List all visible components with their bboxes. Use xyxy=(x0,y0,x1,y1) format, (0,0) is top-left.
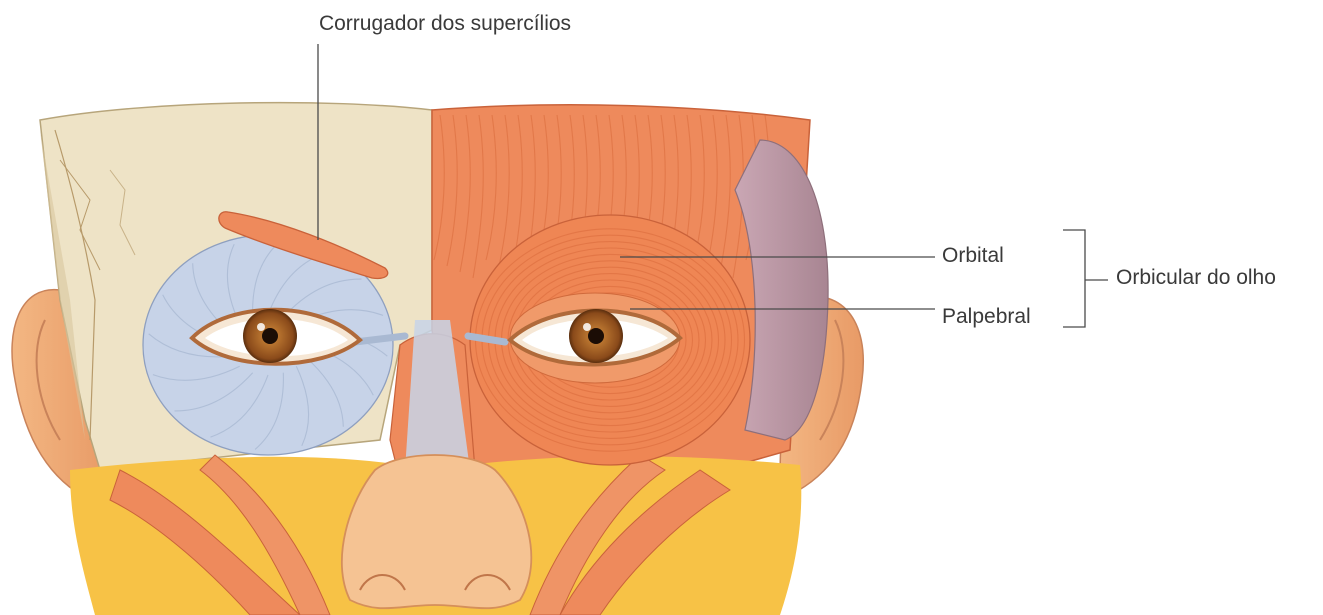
palpebral-label: Palpebral xyxy=(942,305,1031,328)
orbicularis-bracket xyxy=(1063,230,1108,327)
orbital-label: Orbital xyxy=(942,244,1004,267)
nose xyxy=(342,455,531,608)
orbicularis-label: Orbicular do olho xyxy=(1116,266,1276,289)
corrugator-label: Corrugador dos supercílios xyxy=(319,12,571,35)
